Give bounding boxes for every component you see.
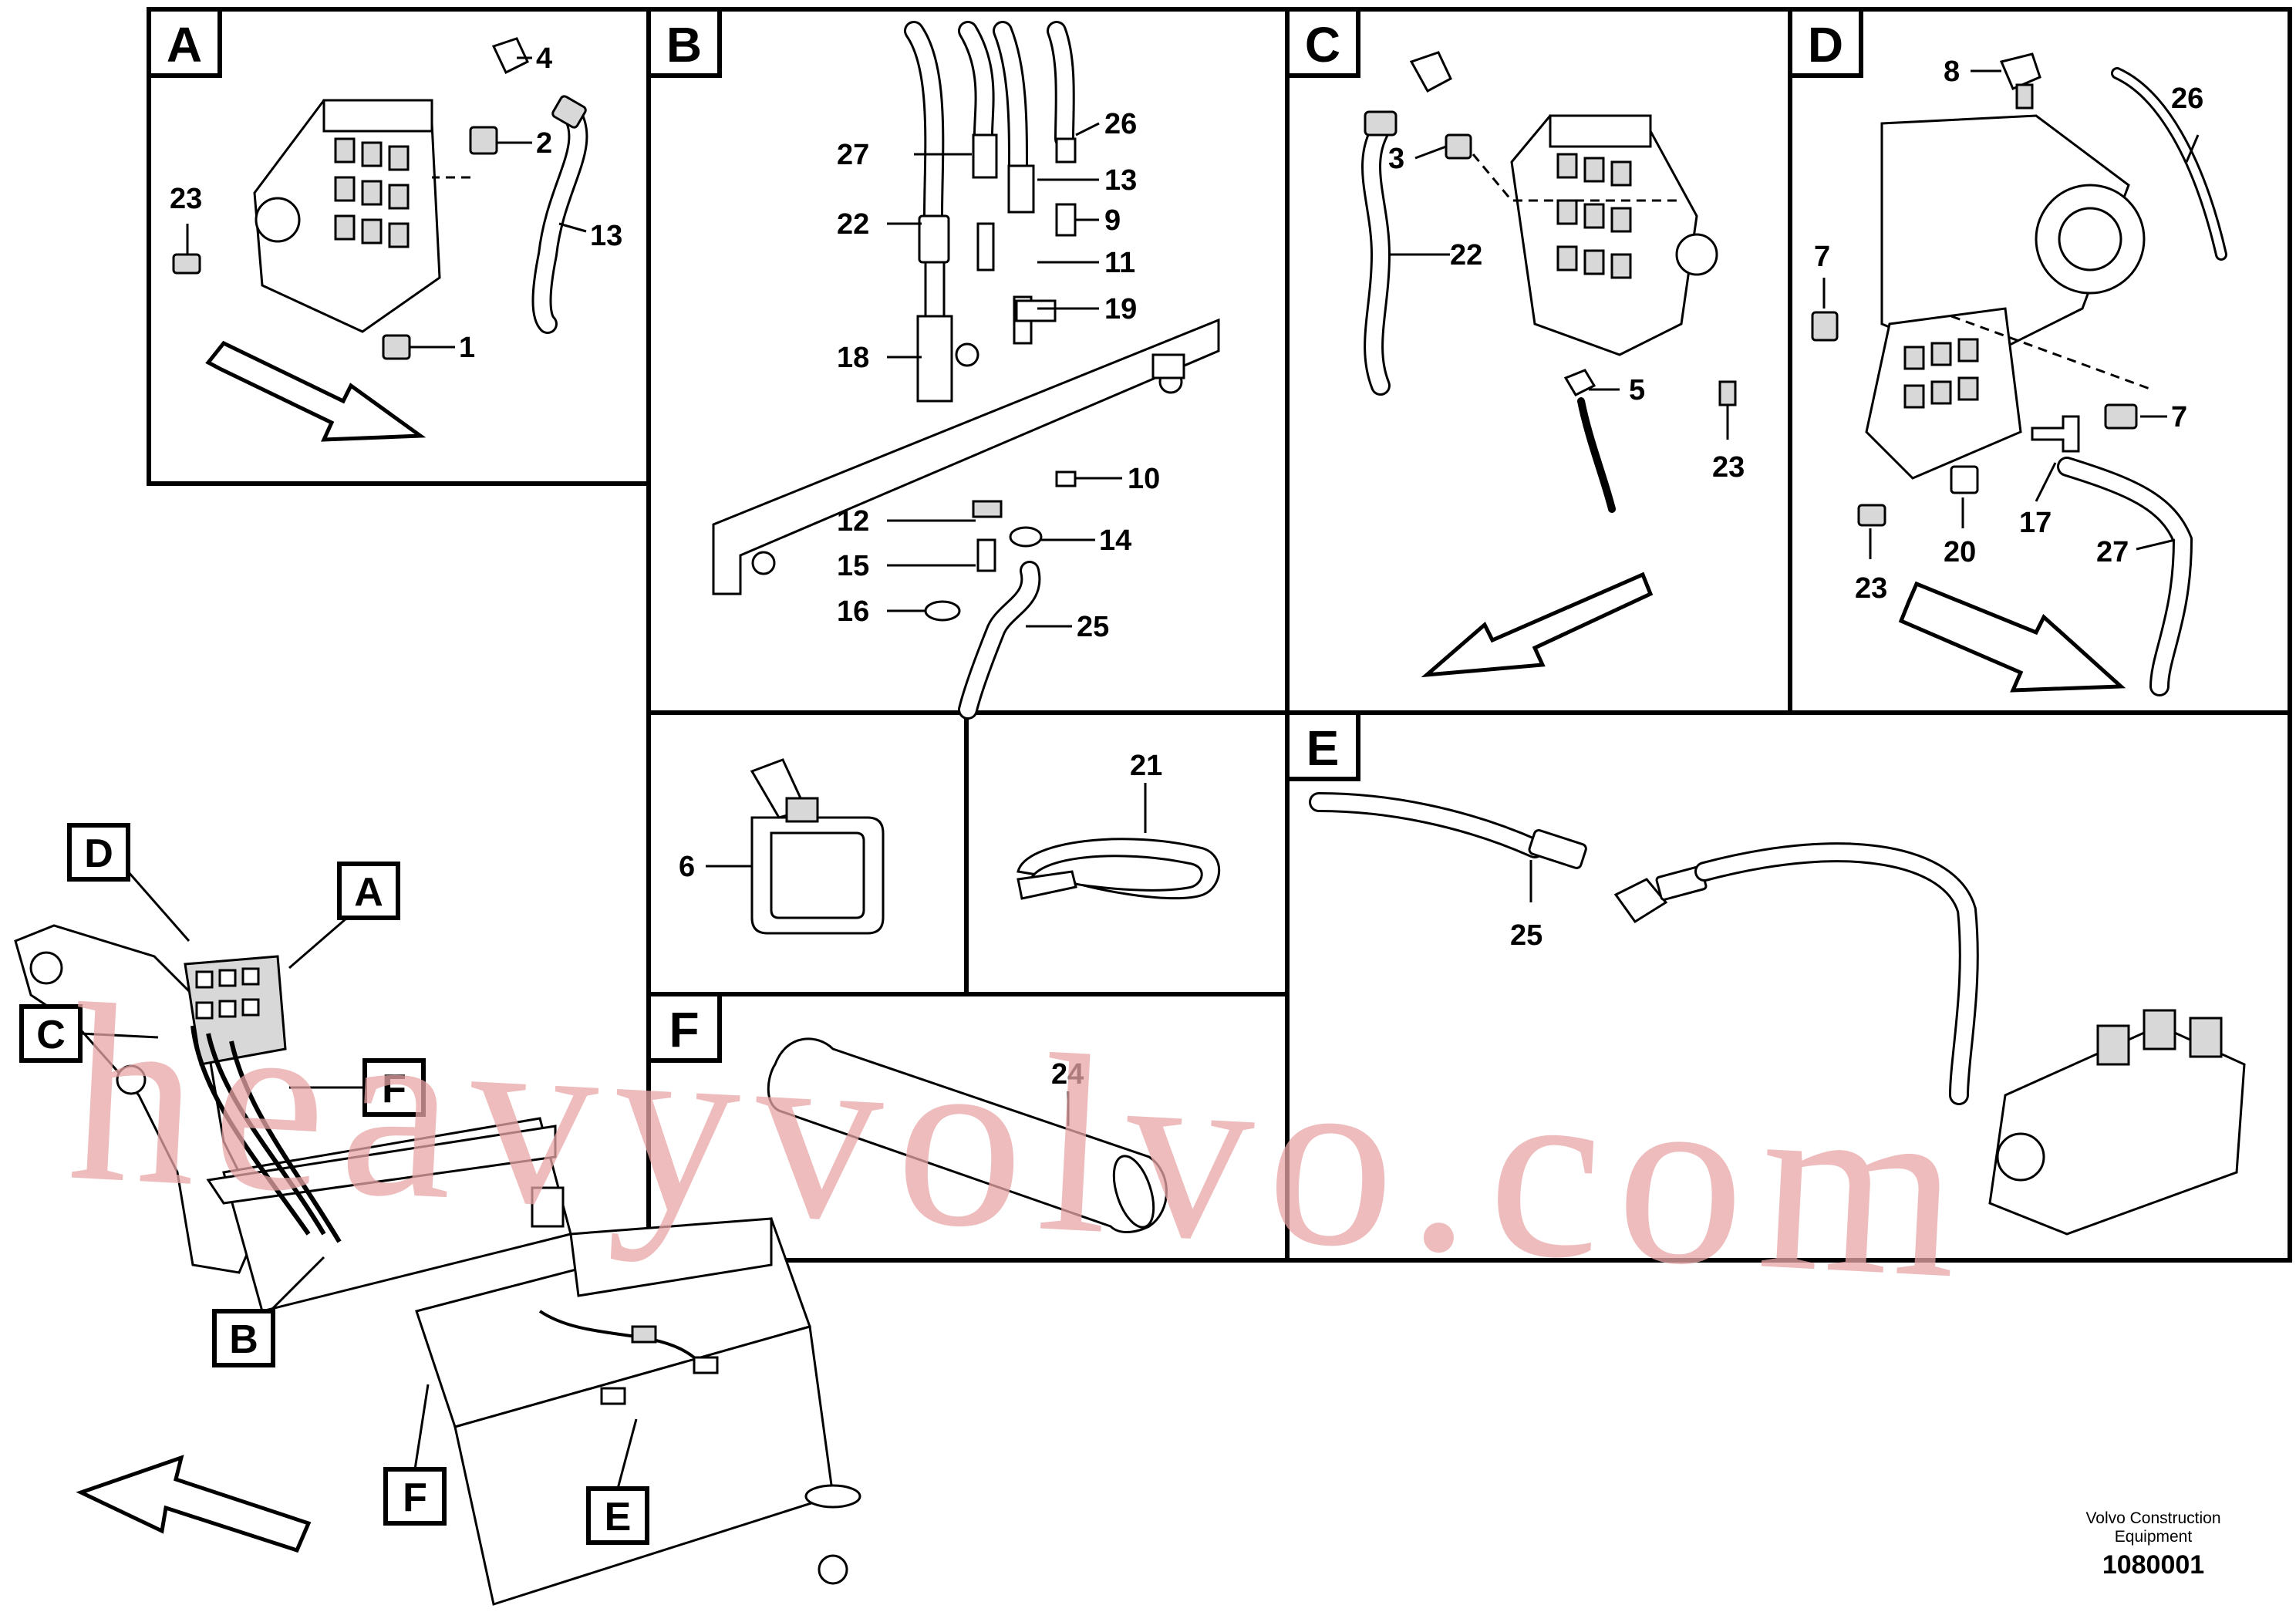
callout-26: 26	[2171, 83, 2203, 115]
panel-a-callouts: 4 2 23 13 1	[170, 42, 622, 364]
svg-text:E: E	[605, 1495, 632, 1539]
svg-text:E: E	[1306, 720, 1340, 776]
svg-text:F: F	[669, 1002, 699, 1057]
overview-label-c: C	[19, 1004, 159, 1063]
callout-22: 22	[1450, 239, 1482, 271]
callout-3: 3	[1388, 143, 1404, 175]
callout-22: 22	[837, 208, 869, 241]
direction-arrow	[76, 1455, 312, 1553]
direction-arrow	[205, 340, 426, 442]
svg-text:C: C	[36, 1013, 66, 1057]
callout-8: 8	[1944, 56, 1960, 88]
panel-a-illustration	[172, 37, 588, 442]
callout-1: 1	[459, 332, 475, 364]
panel-d-illustration	[1811, 52, 2227, 696]
callout-26: 26	[1104, 108, 1137, 140]
callout-11: 11	[1104, 247, 1135, 279]
callout-4: 4	[536, 42, 552, 75]
document-number: 1080001	[2102, 1550, 2204, 1580]
direction-arrow	[1421, 572, 1654, 678]
overview-label-d: D	[67, 823, 190, 942]
svg-text:F: F	[382, 1067, 406, 1111]
callout-13: 13	[590, 220, 622, 252]
overview-label-f-lower: F	[383, 1384, 447, 1526]
callout-23: 23	[1712, 451, 1745, 484]
panel-d-callouts: 8 26 7 7 17 20 27 23	[1814, 56, 2203, 605]
panel-b-label: B	[646, 7, 722, 78]
svg-text:A: A	[167, 17, 202, 73]
callout-7: 7	[1814, 241, 1830, 273]
callout-23: 23	[1855, 572, 1887, 605]
panel-f-illustration	[767, 1037, 1168, 1233]
callout-25: 25	[1077, 611, 1109, 643]
panel-c-frame	[1285, 7, 1792, 715]
callout-7: 7	[2171, 401, 2187, 433]
panel-c-label: C	[1285, 7, 1360, 78]
callout-9: 9	[1104, 204, 1121, 237]
callout-5: 5	[1629, 374, 1645, 406]
callout-2: 2	[536, 127, 552, 160]
overview-label-b: B	[212, 1256, 325, 1367]
callout-21: 21	[1130, 750, 1162, 782]
callout-19: 19	[1104, 293, 1137, 325]
overview-label-a: A	[288, 862, 400, 969]
direction-arrow	[1898, 581, 2126, 693]
panel-a-label: A	[147, 7, 222, 78]
svg-text:C: C	[1305, 17, 1340, 73]
callout-13: 13	[1104, 164, 1137, 197]
credit-line-1: Volvo Construction	[2085, 1509, 2220, 1527]
panel-c-callouts: 3 22 5 23	[1388, 143, 1745, 484]
panel-d-label: D	[1788, 7, 1863, 78]
callout-10: 10	[1128, 463, 1160, 495]
panel-b-callouts: 26 27 13 22 9 11 19 18 10 12 14 15 16 25	[837, 108, 1160, 643]
overview-label-e: E	[586, 1418, 649, 1545]
svg-text:D: D	[84, 831, 113, 876]
callout-24: 24	[1051, 1058, 1084, 1091]
callout-20: 20	[1944, 536, 1976, 568]
panel-f-label: F	[646, 992, 722, 1063]
panel-e-frame	[1285, 710, 2292, 1263]
credit-line-2: Equipment	[2115, 1528, 2193, 1546]
machine-frame-overview	[14, 924, 861, 1606]
panel-b-illustration	[712, 21, 1220, 720]
svg-text:A: A	[354, 870, 383, 915]
panel-e-illustration	[1309, 792, 2246, 1236]
panel-cable-tie-illustration	[1017, 783, 1221, 900]
panel-d-frame	[1788, 7, 2292, 715]
callout-23: 23	[170, 183, 202, 215]
callout-12: 12	[837, 505, 869, 538]
svg-text:B: B	[229, 1317, 258, 1362]
svg-text:B: B	[666, 17, 702, 73]
panel-tie-bracket-illustration	[706, 758, 885, 935]
svg-text:D: D	[1808, 17, 1843, 73]
svg-text:F: F	[403, 1475, 427, 1520]
callout-16: 16	[837, 595, 869, 628]
callout-18: 18	[837, 342, 869, 374]
callout-27: 27	[837, 139, 869, 171]
callout-6: 6	[679, 851, 695, 883]
callout-15: 15	[837, 550, 869, 582]
callout-14: 14	[1099, 524, 1131, 557]
callout-27: 27	[2096, 536, 2129, 568]
callout-25: 25	[1510, 919, 1542, 952]
overview-label-f-upper: F	[289, 1058, 426, 1117]
callout-17: 17	[2019, 507, 2052, 539]
panel-e-label: E	[1285, 710, 1360, 781]
panel-c-illustration	[1361, 51, 1737, 678]
